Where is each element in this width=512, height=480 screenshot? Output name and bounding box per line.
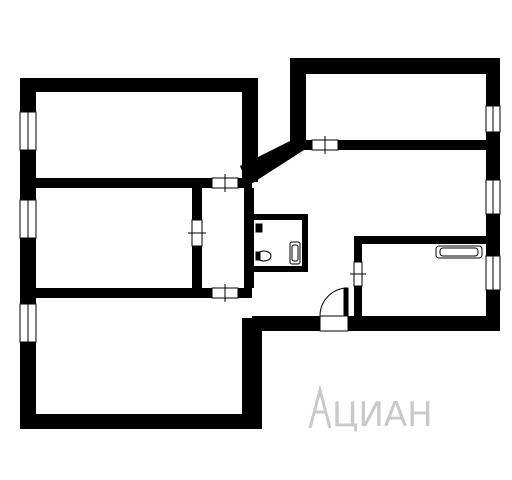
sink-basin (291, 244, 299, 262)
wall-bath-top (354, 236, 488, 244)
wall-room1-room2 (36, 178, 252, 188)
wall-wc-left (248, 214, 254, 272)
wall-room2-room3 (36, 288, 252, 298)
wall-room4-bottom (304, 140, 494, 150)
wall-bottom-right (252, 316, 500, 331)
wall-right-left (290, 58, 306, 150)
bathtub-basin (439, 247, 479, 257)
cian-logo-icon (308, 384, 332, 429)
wall-left-top (20, 78, 258, 92)
windows (19, 105, 501, 343)
wc-shelf (255, 223, 263, 233)
fixtures (255, 223, 483, 265)
room-3-floor (36, 298, 242, 414)
toilet-tank (255, 251, 261, 261)
wall-right-top (290, 58, 498, 74)
door-entrance-leaf (343, 287, 349, 317)
door-entrance (319, 315, 349, 332)
wall-wc-top (252, 214, 306, 220)
wall-diagonal (240, 138, 304, 186)
wall-wc-right (302, 214, 308, 270)
room-2-floor (36, 188, 192, 288)
doors (188, 136, 366, 332)
wall-left-bottom (20, 414, 262, 429)
door-entrance-swing (319, 287, 347, 317)
wall-wc-bottom (252, 266, 308, 272)
watermark-text: ЦИАН (332, 395, 433, 435)
room-1-floor (36, 92, 242, 178)
watermark: ЦИАН (306, 380, 456, 438)
wall-left-block-right-lower (242, 318, 262, 429)
wall-left-block-right-upper (242, 78, 258, 182)
room-floors (36, 74, 486, 414)
room-4-floor (306, 74, 486, 140)
